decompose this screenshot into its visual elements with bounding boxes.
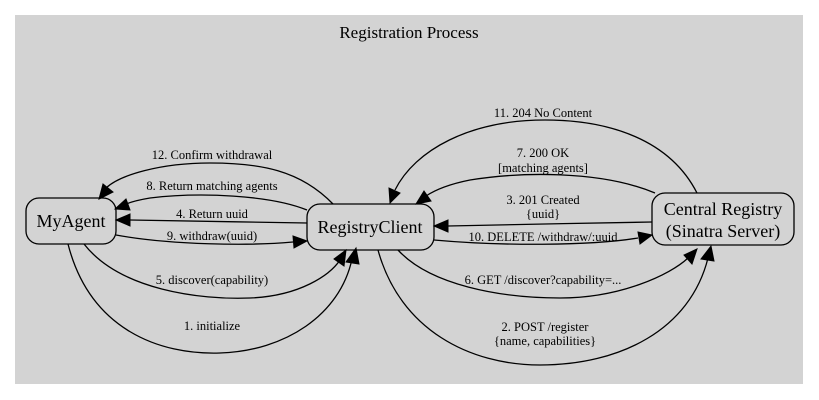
- edge-3-label-line2: {uuid}: [526, 207, 560, 221]
- edge-3-label-line1: 3. 201 Created: [506, 193, 580, 207]
- edge-7-200-ok: 7. 200 OK [matching agents]: [414, 146, 656, 205]
- edge-12-label: 12. Confirm withdrawal: [152, 148, 273, 162]
- diagram-title: Registration Process: [339, 23, 478, 42]
- edge-4-return-uuid: 4. Return uuid: [114, 207, 308, 227]
- edge-5-label: 5. discover(capability): [156, 273, 268, 287]
- node-registryclient: RegistryClient: [306, 203, 435, 251]
- node-registryclient-label: RegistryClient: [318, 217, 423, 237]
- edge-10-delete: 10. DELETE /withdraw/:uuid: [433, 230, 654, 245]
- edge-3-201-created: 3. 201 Created {uuid}: [432, 193, 653, 233]
- node-central-registry-line1: Central Registry: [664, 199, 782, 219]
- edge-9-withdraw: 9. withdraw(uuid): [115, 229, 309, 249]
- edge-1-initialize: 1. initialize: [67, 243, 360, 354]
- node-registryclient-box: [306, 203, 435, 251]
- edge-4-label: 4. Return uuid: [176, 207, 249, 221]
- edge-1-label: 1. initialize: [184, 319, 241, 333]
- edge-10-label: 10. DELETE /withdraw/:uuid: [469, 230, 619, 244]
- edge-2-label-line1: 2. POST /register: [502, 320, 590, 334]
- node-myagent: MyAgent: [25, 197, 117, 245]
- edge-7-label-line2: [matching agents]: [498, 161, 588, 175]
- edge-11-204-no-content: 11. 204 No Content: [388, 106, 698, 205]
- edge-5-discover: 5. discover(capability): [83, 243, 347, 299]
- edge-8-label: 8. Return matching agents: [146, 179, 277, 193]
- cluster-background: [15, 15, 803, 384]
- edge-12-confirm-withdrawal: 12. Confirm withdrawal: [98, 148, 334, 205]
- edge-7-label-line1: 7. 200 OK: [517, 146, 569, 160]
- node-central-registry-line2: (Sinatra Server): [666, 221, 780, 242]
- edge-11-label: 11. 204 No Content: [494, 106, 593, 120]
- node-myagent-box: [25, 197, 117, 245]
- edge-9-label: 9. withdraw(uuid): [167, 229, 257, 243]
- edge-6-get-discover: 6. GET /discover?capability=...: [397, 248, 698, 299]
- edge-2-post-register: 2. POST /register {name, capabilities}: [377, 244, 715, 366]
- edge-6-label: 6. GET /discover?capability=...: [465, 273, 622, 287]
- node-central-registry: Central Registry (Sinatra Server): [651, 192, 795, 246]
- node-myagent-label: MyAgent: [37, 211, 106, 231]
- node-central-registry-box: [651, 192, 795, 246]
- edge-8-return-matching: 8. Return matching agents: [113, 179, 308, 211]
- edge-2-label-line2: {name, capabilities}: [494, 334, 596, 348]
